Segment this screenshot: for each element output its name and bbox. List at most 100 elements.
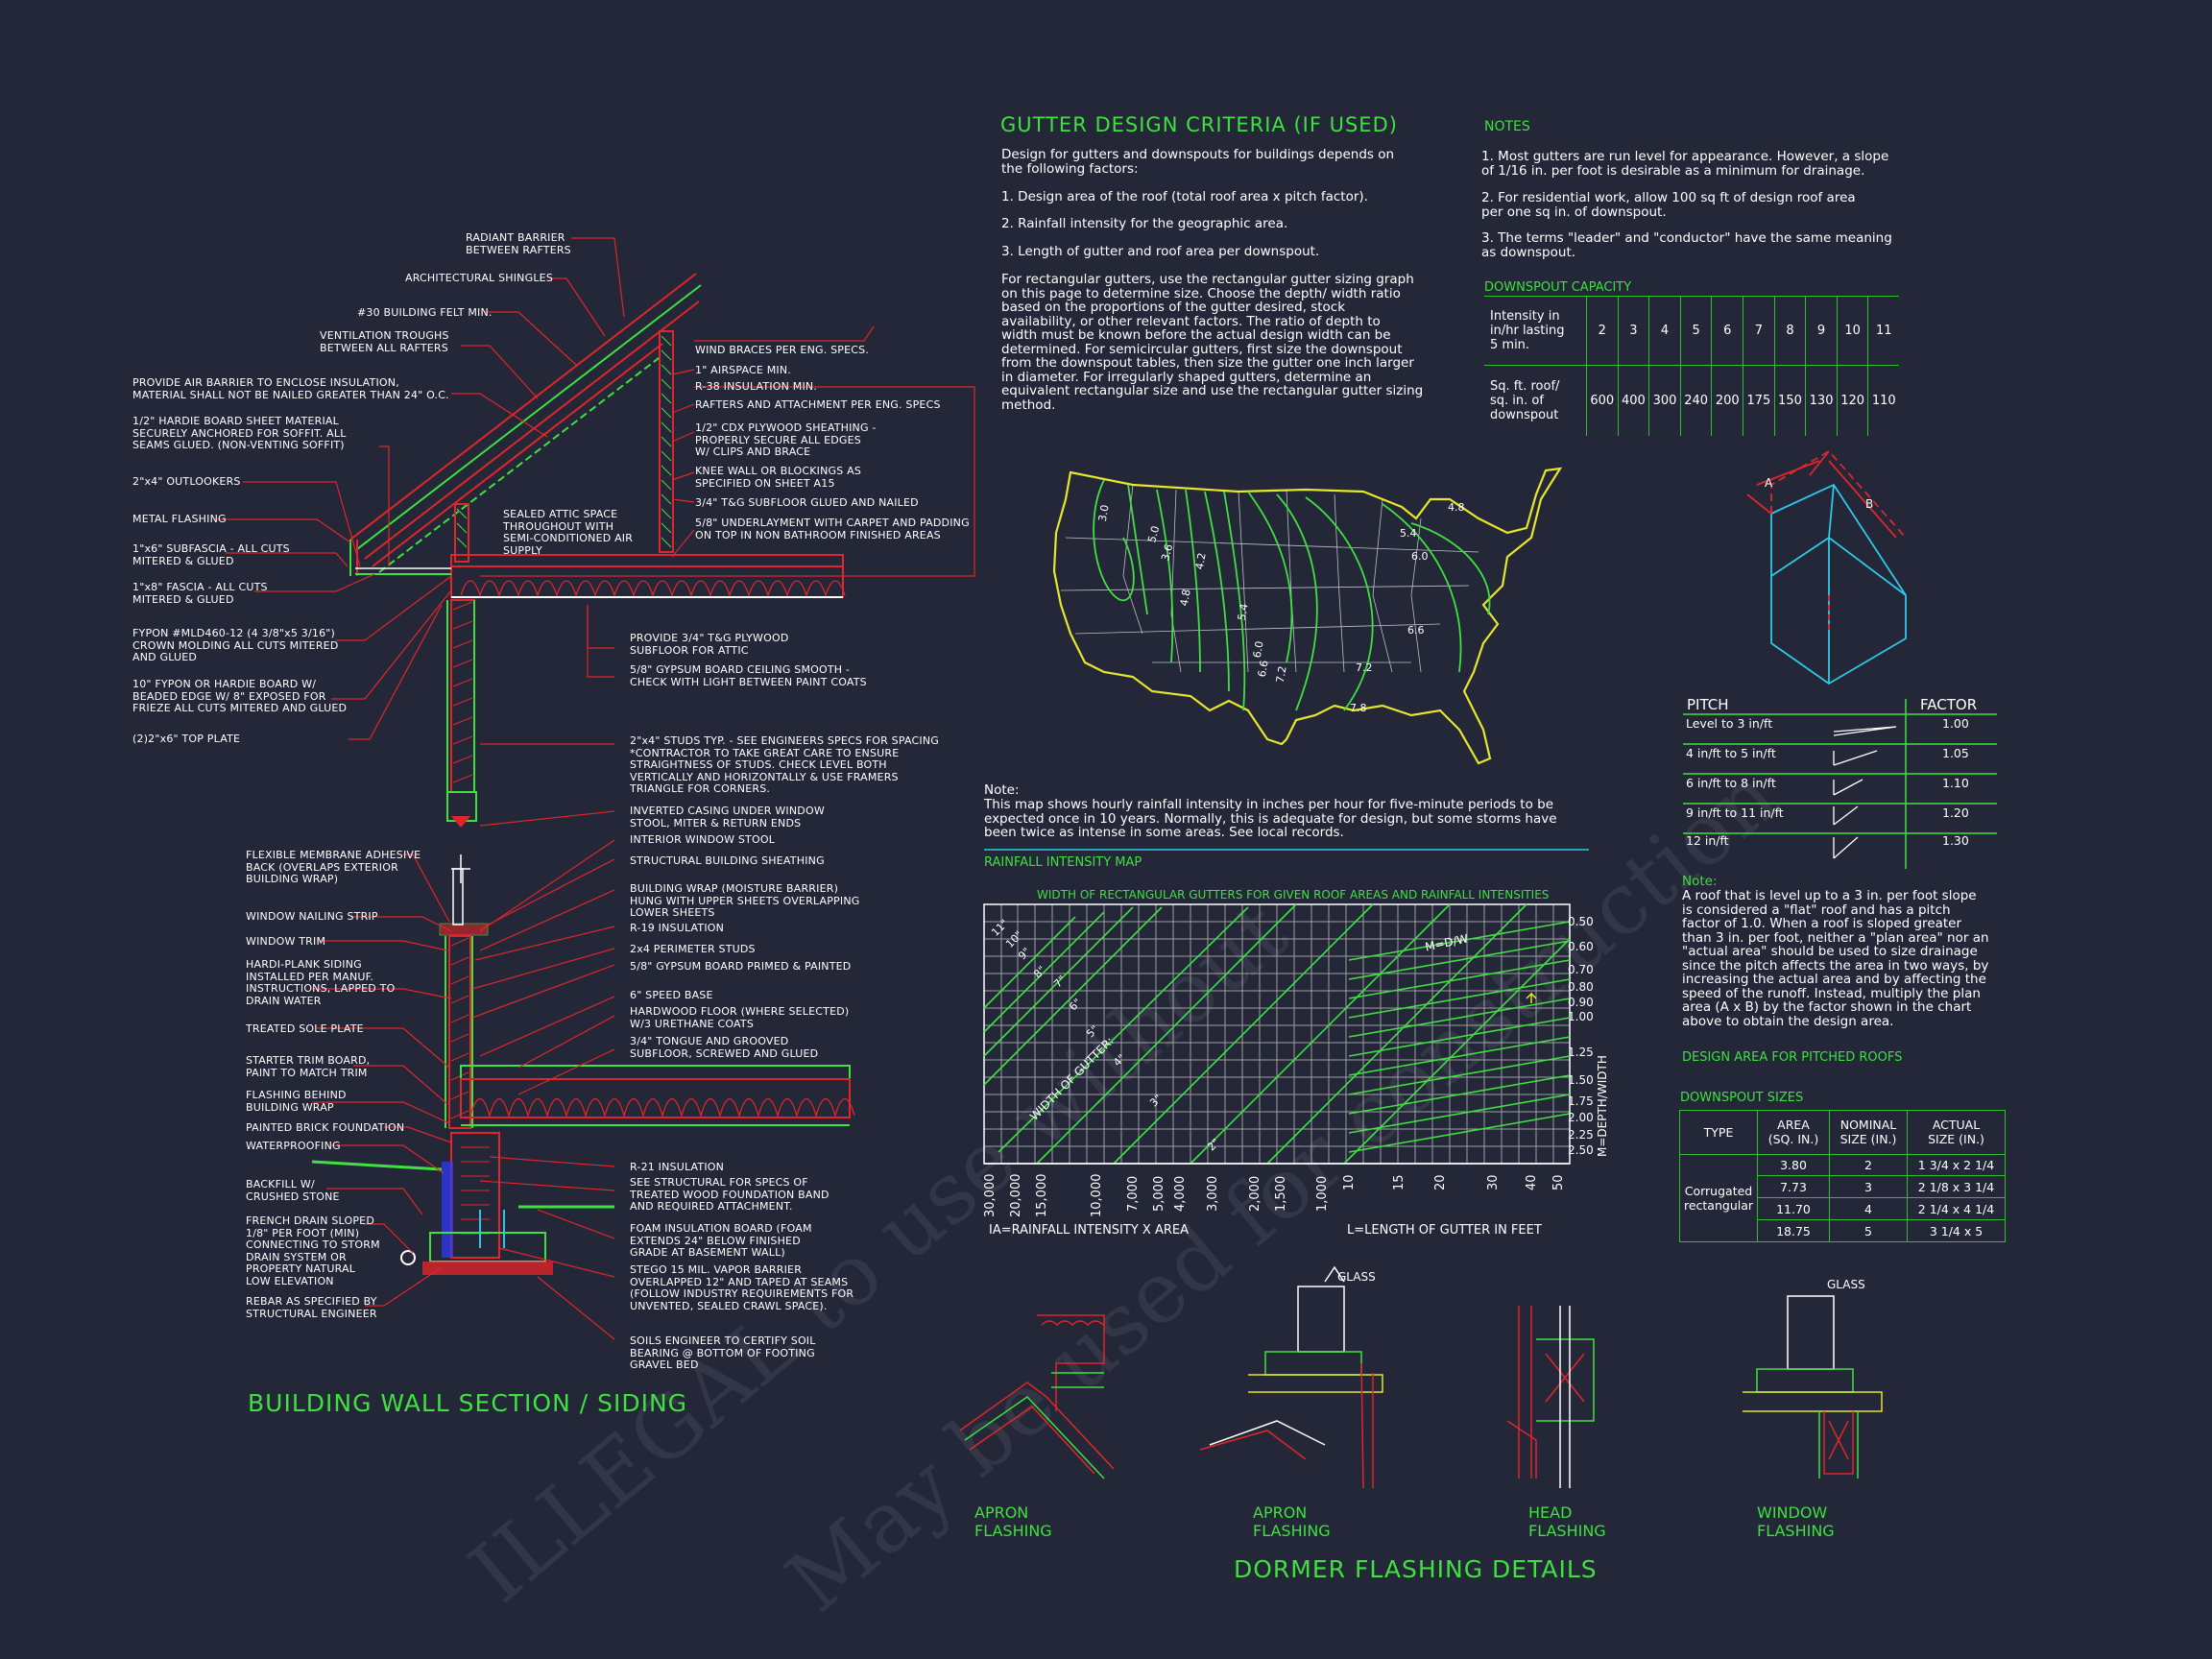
note-rafters: RAFTERS AND ATTACHMENT PER ENG. SPECS xyxy=(695,398,941,411)
y-tick: 2.00 xyxy=(1568,1111,1594,1124)
dormer-detail-1 xyxy=(959,1314,1115,1479)
y-tick: 1.00 xyxy=(1568,1010,1594,1023)
note-outlookers: 2"x4" OUTLOOKERS xyxy=(132,475,241,488)
note-tongue-groove: 3/4" TONGUE AND GROOVED SUBFLOOR, SCREWE… xyxy=(630,1035,819,1060)
dormer-label-3: HEAD FLASHING xyxy=(1528,1503,1606,1540)
y-tick: 0.50 xyxy=(1568,915,1594,928)
pitch-row-factor: 1.30 xyxy=(1942,833,1969,848)
intensity-cell: 9 xyxy=(1805,296,1838,366)
flat-roof-note-label: Note: xyxy=(1682,874,1718,889)
flat-roof-note: A roof that is level up to a 3 in. per f… xyxy=(1682,888,1989,1029)
area-cell: 600 xyxy=(1586,365,1619,436)
x-left-tick: 4,000 xyxy=(1173,1175,1188,1212)
note-vapor-barrier: STEGO 15 MIL. VAPOR BARRIER OVERLAPPED 1… xyxy=(630,1263,854,1312)
note-r21: R-21 INSULATION xyxy=(630,1161,725,1173)
area-value: 18.75 xyxy=(1757,1219,1830,1242)
wall-section-title: BUILDING WALL SECTION / SIDING xyxy=(248,1389,688,1417)
dormer-detail-2 xyxy=(1199,1265,1383,1489)
note-radiant-barrier: RADIANT BARRIER BETWEEN RAFTERS xyxy=(466,231,571,256)
pitch-row-label: 9 in/ft to 11 in/ft xyxy=(1686,805,1784,820)
pitch-row-label: 12 in/ft xyxy=(1686,833,1729,848)
x-left-tick: 1,500 xyxy=(1274,1175,1288,1212)
x-left-tick: 15,000 xyxy=(1035,1173,1049,1218)
y-tick: 1.75 xyxy=(1568,1094,1594,1108)
area-value: 11.70 xyxy=(1757,1197,1830,1221)
intensity-cell: 5 xyxy=(1679,296,1713,366)
area-row-label: Sq. ft. roof/ sq. in. of downspout xyxy=(1484,365,1587,436)
x-right-tick: 50 xyxy=(1551,1174,1566,1190)
pitch-row-label: 6 in/ft to 8 in/ft xyxy=(1686,776,1776,790)
area-cell: 400 xyxy=(1617,365,1650,436)
note-foam-board: FOAM INSULATION BOARD (FOAM EXTENDS 24" … xyxy=(630,1222,812,1259)
gutter-intro: Design for gutters and downspouts for bu… xyxy=(1001,147,1395,177)
note-fascia: 1"x8" FASCIA - ALL CUTS MITERED & GLUED xyxy=(132,581,268,606)
note-waterproofing: WATERPROOFING xyxy=(246,1140,341,1152)
pitch-table-grid xyxy=(1683,699,1997,869)
design-area-title: DESIGN AREA FOR PITCHED ROOFS xyxy=(1682,1050,1903,1065)
actual-value: 2 1/8 x 3 1/4 xyxy=(1907,1175,2006,1199)
map-contour-label: 6.6 xyxy=(1407,624,1425,637)
note-ventilation-troughs: VENTILATION TROUGHS BETWEEN ALL RAFTERS xyxy=(320,329,449,354)
header-actual: ACTUAL SIZE (IN.) xyxy=(1907,1110,2006,1155)
gutter-factor-1: 1. Design area of the roof (total roof a… xyxy=(1001,189,1368,204)
note-knee-wall: KNEE WALL OR BLOCKINGS AS SPECIFIED ON S… xyxy=(695,465,862,490)
type-cell: Corrugated rectangular xyxy=(1679,1153,1758,1243)
gutter-factor-2: 2. Rainfall intensity for the geographic… xyxy=(1001,216,1288,231)
note-metal-flashing: METAL FLASHING xyxy=(132,513,227,525)
factor-header: FACTOR xyxy=(1920,696,1978,713)
downspout-capacity-table: Intensity in in/hr lasting 5 min. 2 3 4 … xyxy=(1484,296,1899,436)
x-right-tick: 30 xyxy=(1486,1174,1501,1190)
dormer-detail-4 xyxy=(1743,1295,1883,1479)
dormer-detail-3 xyxy=(1506,1306,1595,1488)
note-sealed-attic: SEALED ATTIC SPACE THROUGHOUT WITH SEMI-… xyxy=(503,508,634,557)
x-left-tick: 1,000 xyxy=(1315,1175,1330,1212)
downspout-sizes-table: TYPE AREA (SQ. IN.) NOMINAL SIZE (IN.) A… xyxy=(1679,1110,2006,1243)
note-top-plate: (2)2"x6" TOP PLATE xyxy=(132,733,241,745)
pitch-row-label: Level to 3 in/ft xyxy=(1686,716,1773,731)
note-rebar: REBAR AS SPECIFIED BY STRUCTURAL ENGINEE… xyxy=(246,1295,377,1320)
note-structural-band: SEE STRUCTURAL FOR SPECS OF TREATED WOOD… xyxy=(630,1176,830,1213)
pitch-header: PITCH xyxy=(1687,696,1729,713)
note-window-stool: INTERIOR WINDOW STOOL xyxy=(630,833,776,846)
header-type: TYPE xyxy=(1679,1110,1758,1155)
note-crown-molding: FYPON #MLD460-12 (4 3/8"x5 3/16") CROWN … xyxy=(132,627,339,663)
note-hardie-soffit: 1/2" HARDIE BOARD SHEET MATERIAL SECUREL… xyxy=(132,415,347,451)
nominal-value: 2 xyxy=(1829,1153,1908,1177)
note-cdx-plywood: 1/2" CDX PLYWOOD SHEATHING - PROPERLY SE… xyxy=(695,421,877,458)
gutter-sizing-chart xyxy=(983,903,1571,1165)
area-cell: 110 xyxy=(1867,365,1899,436)
area-cell: 175 xyxy=(1743,365,1775,436)
map-contour-label: 6.0 xyxy=(1411,550,1429,563)
note-hardwood: HARDWOOD FLOOR (WHERE SELECTED) W/3 URET… xyxy=(630,1005,850,1030)
area-value: 3.80 xyxy=(1757,1153,1830,1177)
glass-label-2: GLASS xyxy=(1827,1278,1865,1291)
dormer-label-4: WINDOW FLASHING xyxy=(1757,1503,1835,1540)
note-r38: R-38 INSULATION MIN. xyxy=(695,380,818,393)
map-contour-label: 4.8 xyxy=(1448,501,1465,514)
x-left-tick: 3,000 xyxy=(1206,1175,1220,1212)
y-tick: 0.80 xyxy=(1568,980,1594,994)
note-frieze: 10" FYPON OR HARDIE BOARD W/ BEADED EDGE… xyxy=(132,678,348,714)
note-hardi-plank: HARDI-PLANK SIDING INSTALLED PER MANUF. … xyxy=(246,958,396,1007)
area-cell: 200 xyxy=(1711,365,1744,436)
x-right-tick: 40 xyxy=(1525,1174,1539,1190)
nominal-value: 5 xyxy=(1829,1219,1908,1242)
dormer-label-2: APRON FLASHING xyxy=(1253,1503,1331,1540)
note-flashing-behind: FLASHING BEHIND BUILDING WRAP xyxy=(246,1089,347,1114)
note-wind-braces: WIND BRACES PER ENG. SPECS. xyxy=(695,344,870,356)
x-left-tick: 20,000 xyxy=(1009,1173,1023,1218)
y-tick: 1.25 xyxy=(1568,1046,1594,1059)
area-cell: 150 xyxy=(1773,365,1807,436)
y-tick: 1.50 xyxy=(1568,1073,1594,1087)
note-french-drain: FRENCH DRAIN SLOPED 1/8" PER FOOT (MIN) … xyxy=(246,1214,380,1287)
note-architectural-shingles: ARCHITECTURAL SHINGLES xyxy=(405,272,553,284)
note-subfloor: 3/4" T&G SUBFLOOR GLUED AND NAILED xyxy=(695,496,919,509)
y-tick: 0.90 xyxy=(1568,996,1594,1009)
map-contour-label: 7.8 xyxy=(1350,702,1367,714)
x-left-tick: 5,000 xyxy=(1152,1175,1166,1212)
note-attic-subfloor: PROVIDE 3/4" T&G PLYWOOD SUBFLOOR FOR AT… xyxy=(630,632,789,657)
pitch-row-factor: 1.20 xyxy=(1942,805,1969,820)
x-left-axis-label: IA=RAINFALL INTENSITY X AREA xyxy=(989,1223,1189,1238)
header-area: AREA (SQ. IN.) xyxy=(1757,1110,1830,1155)
intensity-cell: 11 xyxy=(1867,296,1899,366)
